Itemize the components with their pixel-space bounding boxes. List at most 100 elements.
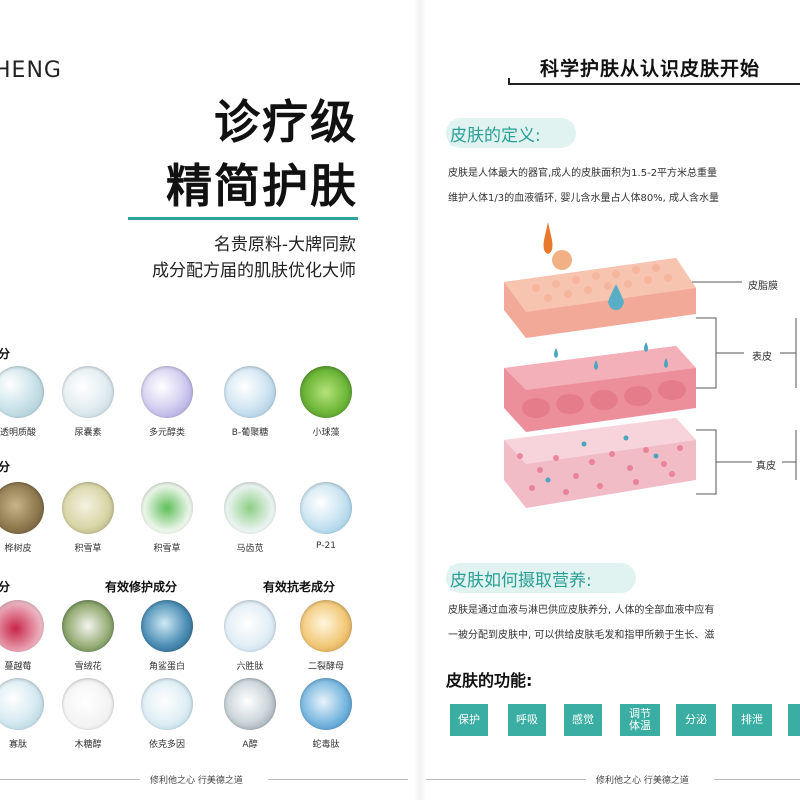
ingredient-item: 依克多因 — [127, 678, 207, 750]
function-tag-breathe: 呼吸 — [508, 704, 546, 736]
footer-rule-right — [426, 779, 586, 780]
ingredient-plant-image — [224, 482, 276, 534]
footer-rule-left — [0, 779, 140, 780]
ingredient-sphere-image — [141, 366, 193, 418]
ingredient-item: 多元醇类 — [127, 366, 207, 438]
ingredient-yeast-image — [300, 600, 352, 652]
ingredient-leaf-image — [141, 482, 193, 534]
ingredient-item: 雪绒花 — [48, 600, 128, 672]
ingredient-label: 桦树皮 — [4, 544, 32, 554]
layer-label-film: 皮脂膜 — [748, 281, 778, 292]
ingredient-item: 木糖醇 — [48, 678, 128, 750]
skin-layers-diagram — [504, 222, 797, 508]
ingredient-label: 积雪草 — [153, 544, 181, 554]
ingredient-item: 积雪草 — [127, 482, 207, 554]
ingredient-bubbles-image — [0, 366, 44, 418]
ingredient-label: 六胜肽 — [236, 662, 264, 672]
ingredient-label: 寡肽 — [8, 740, 27, 750]
brand-logo-text: HENG — [0, 58, 62, 83]
section-header-repair: 有效修护成分 — [105, 580, 178, 594]
ingredient-item: 马齿苋 — [210, 482, 290, 554]
nutrition-text-line1: 皮肤是通过血液与淋巴供应皮肤养分, 人体的全部血液中应有 — [448, 605, 715, 616]
ingredient-item: B-葡聚糖 — [210, 366, 290, 438]
title-underline — [508, 83, 800, 85]
ingredient-label: 二裂酵母 — [307, 662, 344, 672]
ingredient-label: 马齿苋 — [236, 544, 264, 554]
ingredient-flower-image — [62, 600, 114, 652]
definition-text-line1: 皮肤是人体最大的器官,成人的皮肤面积为1.5-2平方米总重量 — [448, 168, 718, 179]
ingredient-item: 尿囊素 — [48, 366, 128, 438]
ingredient-label: 蔓越莓 — [4, 662, 32, 672]
main-title-line2: 精简护肤 — [166, 159, 358, 213]
ingredient-item: 蛇毒肽 — [286, 678, 366, 750]
ingredient-label: 雪绒花 — [74, 662, 102, 672]
ingredient-item: 二裂酵母 — [286, 600, 366, 672]
ingredient-cells-image — [141, 600, 193, 652]
epidermis-layer-top — [504, 346, 696, 390]
ingredient-item: 透明质酸 — [0, 366, 58, 438]
function-tag-secrete: 分泌 — [676, 704, 716, 736]
function-tag-protect: 保护 — [450, 704, 488, 736]
ingredient-label: 依克多因 — [148, 740, 185, 750]
title-tick — [508, 78, 510, 85]
main-title-line1: 诊疗级 — [214, 95, 358, 149]
title-divider — [128, 217, 358, 220]
ingredient-label: 积雪草 — [74, 544, 102, 554]
function-tag-cropped — [788, 704, 800, 736]
ingredient-item: A醇 — [210, 678, 290, 750]
footer-motto-right: 修利他之心 行美德之道 — [596, 776, 689, 786]
layer-label-dermis: 真皮 — [756, 461, 776, 472]
ingredient-item: 六胜肽 — [210, 600, 290, 672]
ingredient-berry-image — [0, 600, 44, 652]
sebum-layer-top — [504, 258, 696, 312]
section-header-cropped-3: 分 — [0, 580, 11, 594]
right-page-title: 科学护肤从认识皮肤开始 — [540, 58, 761, 80]
ingredient-crystal-image — [62, 366, 114, 418]
ingredient-bubbles-image — [0, 678, 44, 730]
footer-rule-left2 — [268, 779, 408, 780]
ingredient-label: A醇 — [242, 740, 258, 750]
definition-text-line2: 维护人体1/3的血液循环, 婴儿含水量占人体80%, 成人含水量 — [448, 193, 720, 204]
ingredient-bark-image — [0, 482, 44, 534]
ingredient-label: 角鲨蛋白 — [148, 662, 185, 672]
ingredient-item: 角鲨蛋白 — [127, 600, 207, 672]
ingredient-label: P-21 — [316, 541, 336, 551]
ingredient-item: 寡肽 — [0, 678, 58, 750]
nutrition-text-line2: 一被分配到皮肤中, 可以供给皮肤毛发和指甲所赖于生长、滋 — [448, 630, 715, 641]
function-tag-thermoregulate: 调节 体温 — [620, 704, 660, 736]
oil-bubble-icon — [552, 250, 572, 270]
ingredient-label: B-葡聚糖 — [231, 428, 269, 438]
definition-heading: 皮肤的定义: — [450, 120, 541, 146]
ingredient-label: 透明质酸 — [0, 428, 36, 438]
ingredient-venom-image — [300, 678, 352, 730]
oil-drop-icon — [543, 222, 553, 254]
subtitle-line2: 成分配方届的肌肤优化大师 — [152, 261, 356, 281]
ingredient-bubbles-image — [224, 366, 276, 418]
ingredient-molecule-image — [224, 600, 276, 652]
ingredient-herb-image — [62, 482, 114, 534]
function-heading: 皮肤的功能: — [446, 671, 533, 690]
ingredient-item: 积雪草 — [48, 482, 128, 554]
page-fold — [414, 0, 426, 800]
definition-heading-pill: 皮肤的定义: — [446, 118, 576, 148]
ingredient-label: 小球藻 — [312, 428, 340, 438]
section-header-cropped-2: 分 — [0, 460, 11, 474]
layer-label-epidermis: 表皮 — [752, 352, 772, 363]
ingredient-label: 尿囊素 — [74, 428, 102, 438]
footer-motto-left: 修利他之心 行美德之道 — [150, 776, 243, 786]
section-header-cropped-1: 分 — [0, 347, 11, 361]
ingredient-item: 小球藻 — [286, 366, 366, 438]
function-tag-sense: 感觉 — [564, 704, 602, 736]
ingredient-sphere-image — [224, 678, 276, 730]
section-header-antiaging: 有效抗老成分 — [263, 580, 336, 594]
ingredient-bubbles-image — [300, 482, 352, 534]
footer-rule-right2 — [714, 779, 800, 780]
ingredient-powder-image — [62, 678, 114, 730]
subtitle-line1: 名贵原料-大牌同款 — [213, 235, 356, 255]
ingredient-label: 多元醇类 — [148, 428, 185, 438]
nutrition-heading: 皮肤如何摄取营养: — [450, 565, 592, 591]
ingredient-molecule-image — [141, 678, 193, 730]
ingredient-item: 蔓越莓 — [0, 600, 58, 672]
ingredient-label: 蛇毒肽 — [312, 740, 340, 750]
